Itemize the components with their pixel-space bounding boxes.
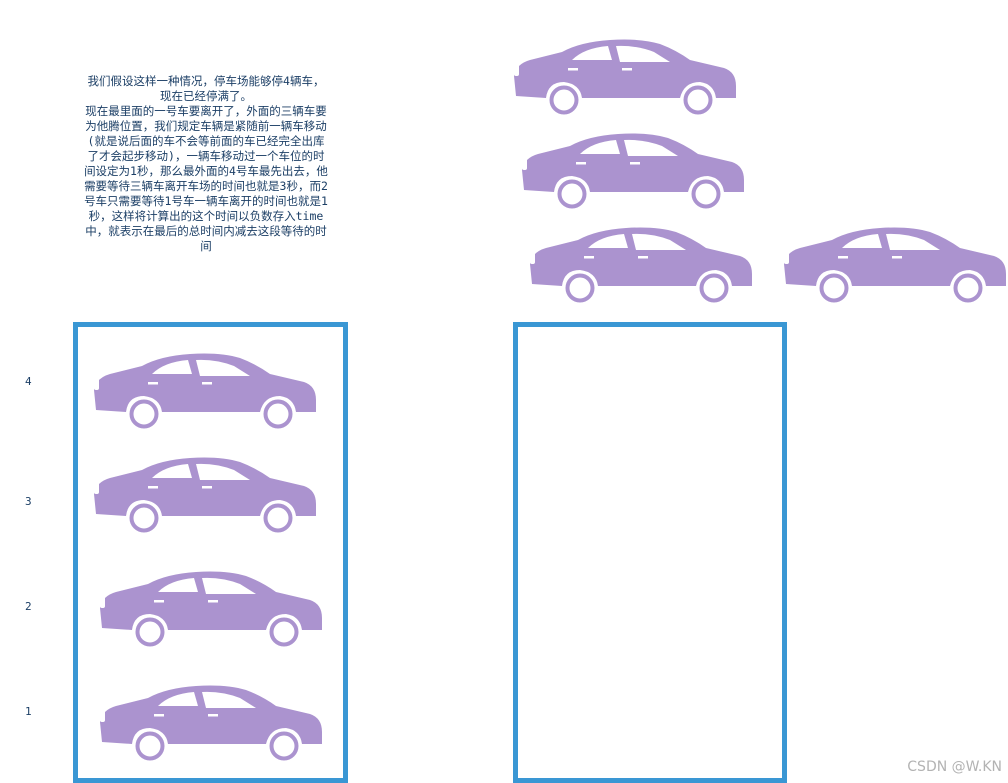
- exiting-car-4: [780, 222, 1008, 304]
- slot-label-1: 1: [25, 705, 32, 718]
- exiting-car-3: [526, 222, 756, 304]
- description-text: 我们假设这样一种情况，停车场能够停4辆车，现在已经停满了。 现在最里面的一号车要…: [84, 74, 328, 254]
- exiting-car-2: [518, 128, 748, 210]
- parked-car-slot-3: [90, 452, 320, 534]
- parking-lot-full: [73, 322, 348, 783]
- parked-car-slot-4: [90, 348, 320, 430]
- parked-car-slot-1: [96, 680, 326, 762]
- slot-label-4: 4: [25, 375, 32, 388]
- parking-lot-empty: [513, 322, 787, 783]
- watermark: CSDN @W.KN: [907, 759, 1002, 775]
- description-paragraph-1: 我们假设这样一种情况，停车场能够停4辆车，现在已经停满了。: [87, 74, 325, 103]
- slot-label-2: 2: [25, 600, 32, 613]
- parked-car-slot-2: [96, 566, 326, 648]
- exiting-car-1: [510, 34, 740, 116]
- slot-label-3: 3: [25, 495, 32, 508]
- description-paragraph-2: 现在最里面的一号车要离开了，外面的三辆车要为他腾位置，我们规定车辆是紧随前一辆车…: [84, 104, 328, 253]
